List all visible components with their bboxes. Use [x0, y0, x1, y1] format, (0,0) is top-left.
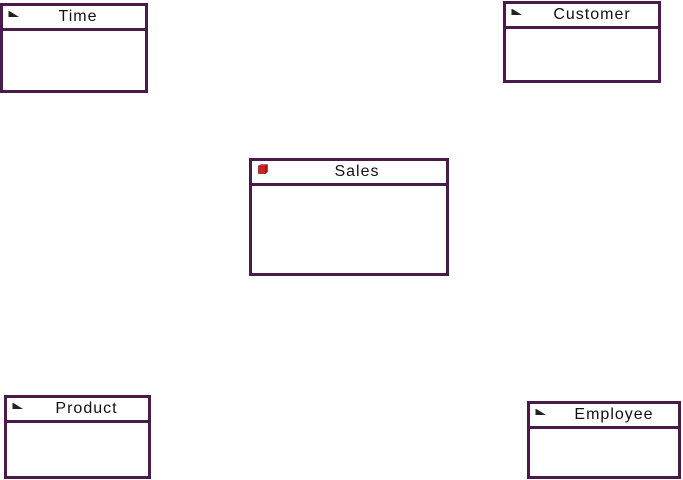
- dimension-flag-icon: [535, 409, 546, 415]
- entity-header: Employee: [530, 404, 678, 429]
- dimension-flag-icon: [8, 11, 19, 17]
- entity-customer[interactable]: Customer: [503, 1, 661, 83]
- fact-cube-icon: [258, 164, 268, 174]
- dimension-flag-icon: [12, 403, 23, 409]
- entity-employee[interactable]: Employee: [527, 401, 681, 479]
- entity-title: Product: [55, 400, 118, 417]
- entity-header: Time: [3, 6, 145, 31]
- entity-title: Employee: [574, 406, 654, 423]
- entity-header: Sales: [252, 161, 446, 186]
- entity-time[interactable]: Time: [0, 3, 148, 93]
- entity-title: Time: [58, 8, 98, 25]
- entity-header: Customer: [506, 4, 658, 29]
- dimension-flag-icon: [511, 9, 522, 15]
- entity-header: Product: [7, 398, 148, 423]
- entity-title: Sales: [334, 163, 380, 180]
- entity-sales[interactable]: Sales: [249, 158, 449, 276]
- entity-title: Customer: [553, 6, 631, 23]
- entity-product[interactable]: Product: [4, 395, 151, 479]
